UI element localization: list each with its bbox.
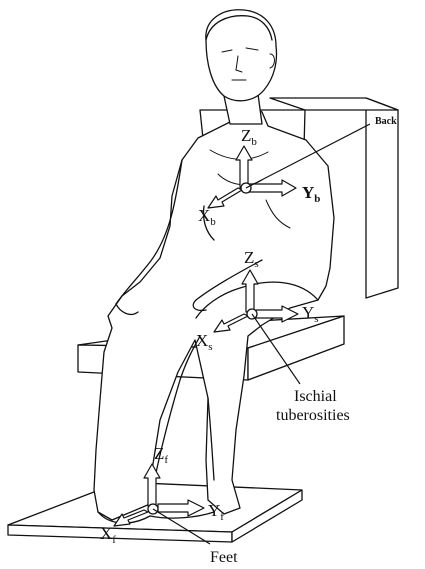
- ischial-label-line2: tuberosities: [276, 407, 350, 424]
- feet-label: Feet: [210, 549, 238, 566]
- human-figure: [94, 10, 334, 523]
- back-label: Back: [375, 116, 397, 127]
- ischial-label-line1: Ischial: [294, 388, 337, 405]
- feet-z-label: Zf: [154, 444, 168, 466]
- seat-y-label: Ys: [302, 303, 319, 325]
